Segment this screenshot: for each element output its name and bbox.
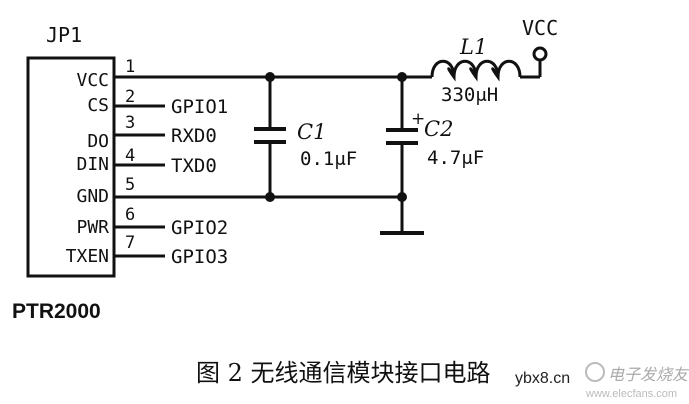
pin-number-3: 3 xyxy=(125,113,135,133)
pin-number-5: 5 xyxy=(125,175,135,195)
capacitor-c2 xyxy=(386,77,418,233)
pin-numbers: 1 2 3 4 5 6 7 xyxy=(125,57,135,253)
pin-number-2: 2 xyxy=(125,87,135,107)
pin-label-vcc: VCC xyxy=(76,70,109,91)
pin-label-pwr: PWR xyxy=(76,217,109,238)
figure-caption: 图 2 无线通信模块接口电路 xyxy=(196,359,491,387)
c1-value: 0.1μF xyxy=(300,148,357,170)
c1-name: C1 xyxy=(297,120,326,144)
connector-body xyxy=(26,56,116,278)
part-name: PTR2000 xyxy=(12,300,101,323)
capacitor-c1 xyxy=(254,77,286,197)
pin-number-7: 7 xyxy=(125,233,135,253)
junctions xyxy=(265,72,407,202)
watermark-site1: ybx8.cn xyxy=(515,370,570,387)
l1-name: L1 xyxy=(459,35,487,59)
watermark-url: www.elecfans.com xyxy=(585,388,677,400)
pin-label-cs: CS xyxy=(87,95,109,116)
pin-label-do: DO xyxy=(87,131,109,152)
c2-value: 4.7μF xyxy=(427,147,484,169)
vcc-top-label: VCC xyxy=(522,16,558,40)
pin-number-6: 6 xyxy=(125,205,135,225)
net-label-gpio2: GPIO2 xyxy=(171,217,228,239)
net-label-rxd0: RXD0 xyxy=(171,125,217,147)
watermark-logo-icon xyxy=(585,362,605,382)
pin-label-din: DIN xyxy=(76,154,109,175)
c2-polarity-mark: + xyxy=(411,109,425,129)
l1-value: 330μH xyxy=(441,84,498,106)
vcc-terminal xyxy=(532,46,548,62)
inductor-l1 xyxy=(430,59,542,82)
net-label-gpio3: GPIO3 xyxy=(171,246,228,268)
net-label-gpio1: GPIO1 xyxy=(171,96,228,118)
pin-label-gnd: GND xyxy=(76,186,109,207)
pin-label-txen: TXEN xyxy=(66,246,109,267)
connector-ref-label: JP1 xyxy=(46,23,82,47)
signal-wires xyxy=(114,104,165,258)
watermark-site2: 电子发烧友 xyxy=(608,366,689,384)
net-label-txd0: TXD0 xyxy=(171,155,217,177)
net-labels: GPIO1 RXD0 TXD0 GPIO2 GPIO3 xyxy=(171,96,228,268)
c2-name: C2 xyxy=(424,117,453,141)
watermark: ybx8.cn 电子发烧友 www.elecfans.com xyxy=(515,362,689,400)
pin-number-1: 1 xyxy=(125,57,135,77)
pin-number-4: 4 xyxy=(125,146,135,166)
pin-labels: VCC CS DO DIN GND PWR TXEN xyxy=(66,70,110,267)
